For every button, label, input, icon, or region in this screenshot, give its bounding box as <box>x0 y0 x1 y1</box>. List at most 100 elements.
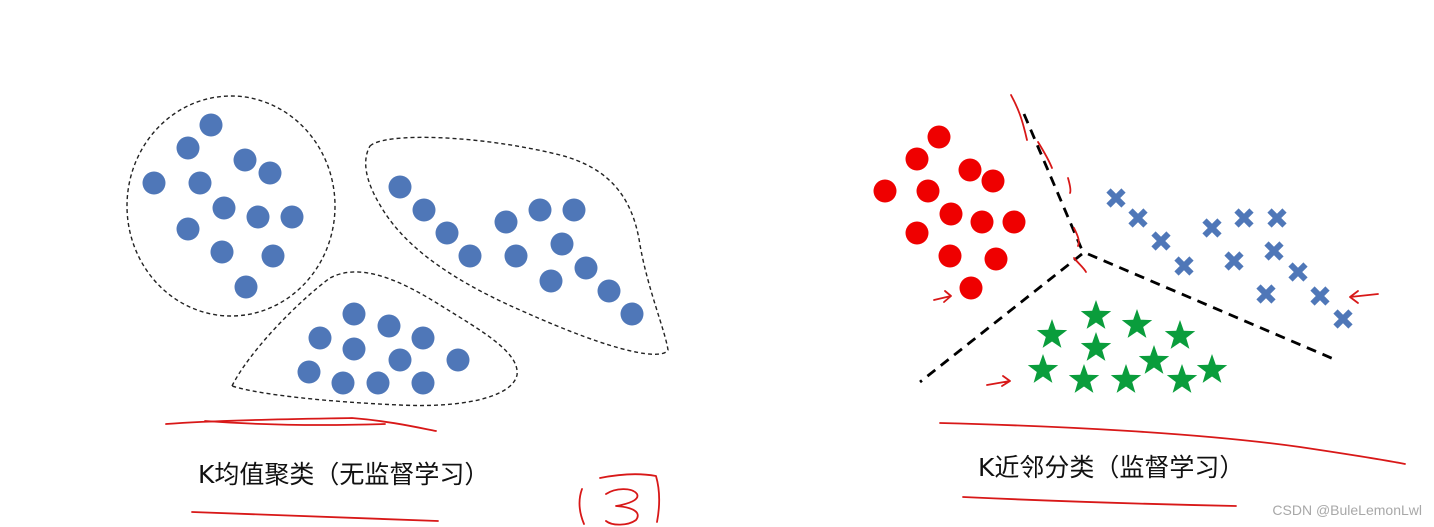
class-point-cross <box>1202 218 1222 238</box>
class-point-circle <box>958 158 982 182</box>
cluster-point <box>188 171 212 195</box>
boundary-tick <box>1037 141 1053 169</box>
cluster-point <box>435 221 459 245</box>
cluster-point <box>258 161 282 185</box>
cluster-point <box>539 269 563 293</box>
cluster-point <box>142 171 166 195</box>
handwritten-bracket-mark <box>578 473 661 526</box>
cluster-point <box>388 348 412 372</box>
cluster-point <box>411 371 435 395</box>
cluster-point <box>412 198 436 222</box>
arrow-mark <box>986 375 1011 387</box>
cluster-point <box>411 326 435 350</box>
class-point-cross <box>1224 251 1244 271</box>
class-point-circle <box>927 125 951 149</box>
cluster-point <box>176 136 200 160</box>
cluster-point <box>550 232 574 256</box>
cluster-point <box>199 113 223 137</box>
class-point-star <box>1196 354 1228 383</box>
kmeans-caption: K均值聚类（无监督学习） <box>198 460 490 489</box>
class-point-cross <box>1128 208 1148 228</box>
cluster-point <box>234 275 258 299</box>
class-point-circle <box>873 179 897 203</box>
cluster-point <box>261 244 285 268</box>
class-point-circle <box>938 244 962 268</box>
class-point-cross <box>1267 208 1287 228</box>
class-point-star <box>1110 364 1142 393</box>
cluster-point <box>528 198 552 222</box>
class-point-cross <box>1256 284 1276 304</box>
class-point-cross <box>1151 231 1171 251</box>
cluster-point <box>246 205 270 229</box>
class-point-circle <box>939 202 963 226</box>
decision-boundary-left <box>919 252 1083 384</box>
cluster-point <box>176 217 200 241</box>
underline-stroke <box>962 496 1237 507</box>
cluster-point <box>388 175 412 199</box>
cluster-boundary-triangle <box>231 271 518 407</box>
class-point-cross <box>1234 208 1254 228</box>
cluster-point <box>342 302 366 326</box>
class-point-cross <box>1264 241 1284 261</box>
class-point-circle <box>905 221 929 245</box>
csdn-watermark: CSDN @BuleLemonLwl <box>1272 502 1422 518</box>
class-point-star <box>1080 300 1112 329</box>
cluster-point <box>297 360 321 384</box>
knn-points <box>873 125 1353 393</box>
class-point-circle <box>984 247 1008 271</box>
cluster-boundary-elongated <box>365 136 669 355</box>
underline-stroke <box>939 422 1406 465</box>
class-point-cross <box>1174 256 1194 276</box>
underline-stroke <box>204 420 386 426</box>
cluster-point <box>210 240 234 264</box>
cluster-point <box>331 371 355 395</box>
decision-boundary-right <box>1087 252 1337 362</box>
class-point-circle <box>959 276 983 300</box>
knn-panel <box>873 113 1353 393</box>
class-point-circle <box>905 147 929 171</box>
class-point-star <box>1036 319 1068 348</box>
class-point-star <box>1121 309 1153 338</box>
handwritten-annotations <box>165 94 1406 526</box>
class-point-cross <box>1333 309 1353 329</box>
class-point-circle <box>1002 210 1026 234</box>
underline-stroke <box>191 511 439 522</box>
cluster-point <box>597 279 621 303</box>
cluster-point <box>620 302 644 326</box>
boundary-tick <box>1073 257 1087 273</box>
class-point-star <box>1166 364 1198 393</box>
class-point-star <box>1068 364 1100 393</box>
cluster-point <box>212 196 236 220</box>
class-point-star <box>1164 320 1196 349</box>
class-point-circle <box>970 210 994 234</box>
cluster-point <box>494 210 518 234</box>
cluster-point <box>342 337 366 361</box>
kmeans-panel <box>126 95 669 407</box>
cluster-point <box>280 205 304 229</box>
cluster-point <box>308 326 332 350</box>
class-point-star <box>1080 332 1112 361</box>
class-point-cross <box>1310 286 1330 306</box>
boundary-tick <box>1073 227 1080 247</box>
arrow-mark <box>1349 290 1379 304</box>
knn-caption: K近邻分类（监督学习） <box>978 453 1245 482</box>
decision-boundary-upper <box>1022 113 1084 251</box>
arrow-mark <box>933 290 952 303</box>
cluster-point <box>458 244 482 268</box>
cluster-point <box>377 314 401 338</box>
cluster-point <box>366 371 390 395</box>
kmeans-points <box>142 113 644 395</box>
class-point-star <box>1138 345 1170 374</box>
class-point-star <box>1027 354 1059 383</box>
class-point-circle <box>916 179 940 203</box>
cluster-point <box>504 244 528 268</box>
cluster-boundary-circle <box>126 95 336 317</box>
cluster-point <box>574 256 598 280</box>
class-point-cross <box>1106 188 1126 208</box>
cluster-point <box>233 148 257 172</box>
class-point-cross <box>1288 262 1308 282</box>
boundary-tick <box>1010 94 1028 141</box>
cluster-point <box>562 198 586 222</box>
cluster-point <box>446 348 470 372</box>
